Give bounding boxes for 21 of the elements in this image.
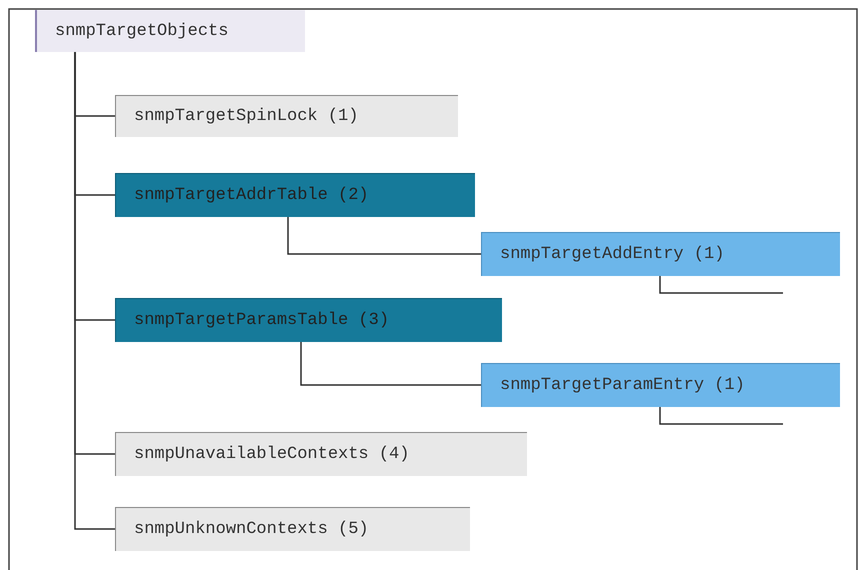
leaf-node-box: [115, 507, 470, 551]
node-label: snmpUnavailableContexts (4): [134, 445, 410, 464]
node-label: snmpTargetParamsTable (3): [134, 311, 390, 330]
connector-line: [300, 342, 481, 386]
node-label: snmpTargetAddrTable (2): [134, 186, 369, 205]
leaf-node-box: [115, 95, 458, 137]
node-label: snmpUnknownContexts (5): [134, 520, 369, 539]
node-label: snmpTargetSpinLock (1): [134, 107, 358, 126]
entry-node-box: [481, 363, 840, 407]
leaf-node-box: [115, 432, 527, 476]
entry-node-box: [481, 232, 840, 276]
connector-line: [659, 276, 783, 294]
table-node-box: [115, 298, 502, 342]
connector-line: [287, 217, 481, 255]
table-node-box: [115, 173, 475, 217]
root-node-box: [35, 10, 305, 52]
node-label: snmpTargetObjects: [55, 22, 228, 40]
node-label: snmpTargetAddEntry (1): [500, 245, 724, 264]
connector-line: [74, 52, 115, 530]
node-label: snmpTargetParamEntry (1): [500, 376, 745, 395]
connector-line: [659, 407, 783, 425]
